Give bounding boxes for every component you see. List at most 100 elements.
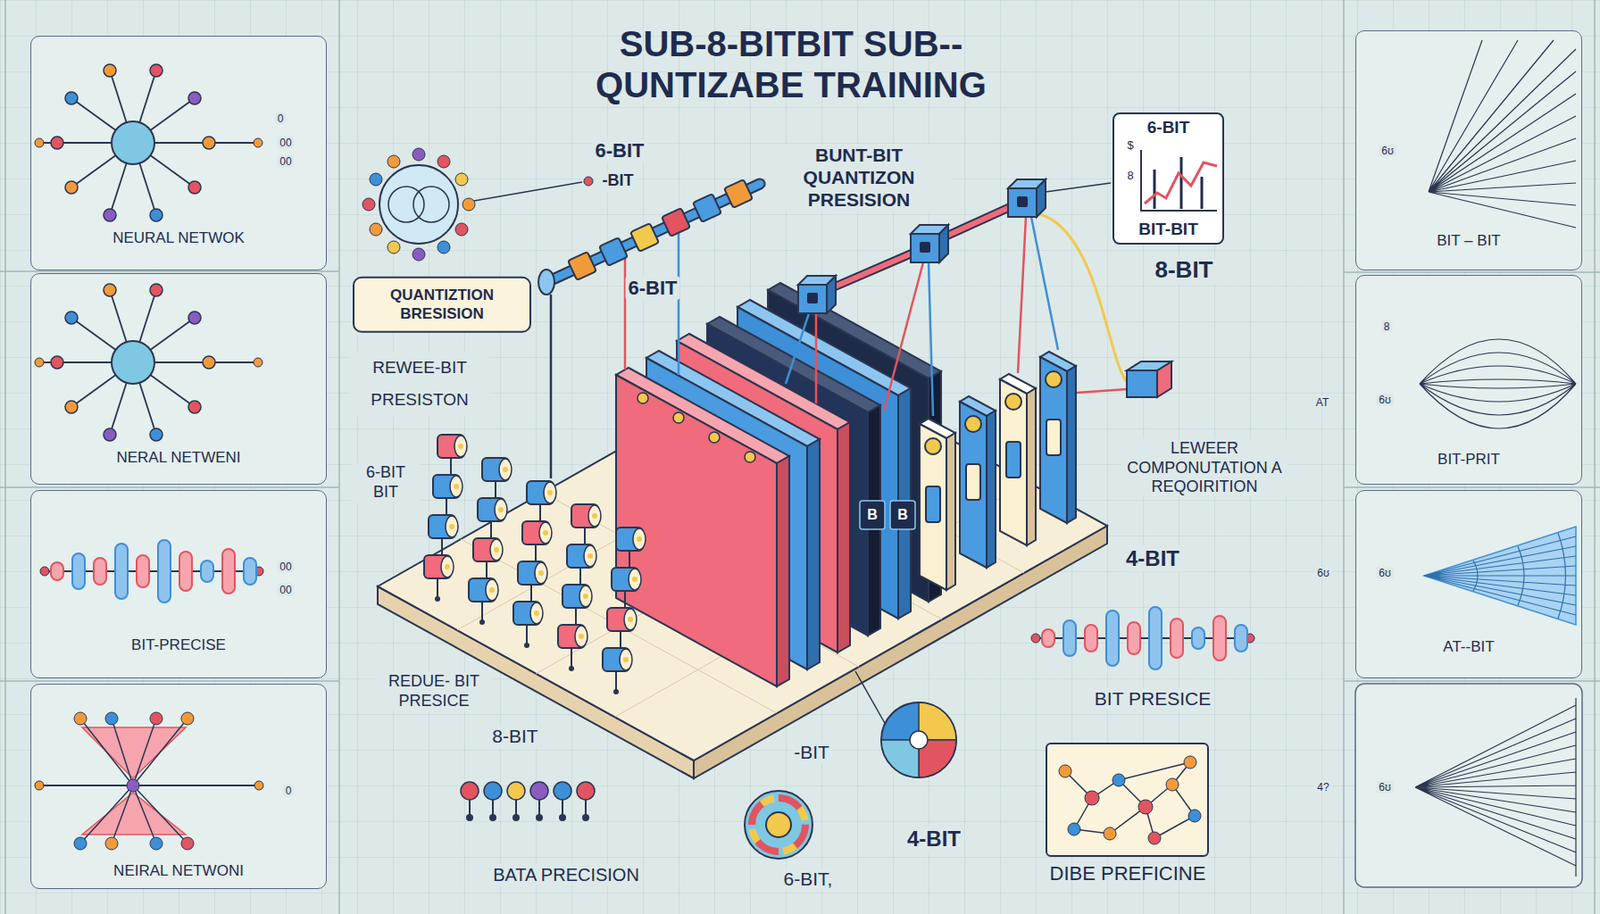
network-graph: [1065, 762, 1195, 839]
dot-cluster: [583, 176, 593, 186]
illustration: [1031, 607, 1255, 670]
dot-row: [466, 814, 474, 822]
dot-cluster: [412, 248, 425, 261]
chart-plot: [1154, 157, 1202, 209]
shell-funnel: [1424, 526, 1576, 625]
image-panel: NERAL NETWENI: [30, 273, 327, 485]
dot-cluster: [387, 155, 400, 168]
line-fan: [1428, 40, 1576, 228]
bit-columns: [925, 438, 942, 455]
small-mark: AT: [1313, 396, 1332, 409]
network-graph: [1188, 809, 1201, 823]
small-mark: 4?: [1314, 781, 1332, 794]
small-mark: 0: [275, 112, 287, 125]
caption-text: BATA PRECISION: [490, 864, 642, 886]
panel-label: BIT-PRIT: [1361, 450, 1576, 470]
wires: [550, 294, 553, 479]
network-graph: [1058, 765, 1072, 778]
dot-row: [460, 782, 595, 822]
panel-label: AT--BIT: [1361, 637, 1576, 658]
panel-fill: [30, 273, 327, 485]
slab-tile: [859, 500, 916, 530]
small-mark: 8: [1381, 320, 1393, 334]
network-graph: [1067, 823, 1081, 836]
panel-label: BIT-PRECISE: [36, 635, 321, 656]
dot-cluster: [455, 173, 468, 186]
bit-label: 4-BIT: [1123, 546, 1183, 573]
dot-row: [483, 782, 502, 800]
hourglass-network: [254, 781, 264, 791]
dot-row: [558, 814, 567, 822]
bit-columns: [1046, 419, 1061, 456]
diamond-fan: [1415, 698, 1576, 877]
small-mark: 6ʊ: [1375, 566, 1394, 580]
dot-row: [507, 782, 525, 800]
small-mark: 6ʊ: [1378, 144, 1397, 158]
axis-mark: 8: [1124, 168, 1136, 184]
panel-fill: [1355, 275, 1583, 485]
wires: [815, 313, 818, 404]
bit-columns: [946, 433, 956, 591]
bit-columns: [965, 416, 982, 433]
wires: [1045, 183, 1111, 192]
image-panel: BIT-PRIT: [1355, 275, 1583, 485]
small-mark: 00: [276, 155, 294, 168]
dot-row: [512, 814, 520, 822]
shell-funnel: [1424, 526, 1576, 625]
panel-fill: [30, 490, 327, 679]
quantization-pipe: [724, 179, 753, 209]
quantization-pipe: [538, 269, 555, 295]
caption-text: LEWEER COMPONUTATION A REQOIRITION: [1121, 439, 1288, 498]
bit-columns: [1005, 393, 1022, 410]
dot-cluster: [413, 186, 450, 223]
cube-chain: [939, 203, 1018, 240]
cylinder-grid: [424, 555, 454, 602]
hourglass-network: [150, 837, 163, 850]
hourglass-network: [105, 837, 118, 850]
network-graph: [1148, 832, 1161, 845]
network-graph: [1084, 791, 1100, 806]
cylinder-grid: [424, 434, 646, 695]
bit-label: 6-BIT,: [781, 867, 836, 891]
bit-label: 6-BIT: [625, 276, 681, 300]
wires: [1017, 216, 1026, 374]
small-mark: 6ʊ: [1314, 566, 1333, 580]
cylinder-grid: [558, 625, 588, 672]
quantization-pipe: [661, 208, 691, 237]
bit-label: 6-BIT: [592, 139, 648, 163]
hourglass-network: [82, 727, 186, 779]
line-fan: [1428, 40, 1576, 228]
bit-label: -BIT: [600, 171, 637, 192]
chart-text: 6-BIT: [1117, 117, 1219, 138]
panel-fill: [30, 683, 327, 890]
dot-cluster: [462, 198, 475, 211]
dot-cluster: [362, 198, 375, 211]
bit-columns: [1040, 357, 1067, 524]
leaf-curves: [1419, 339, 1576, 429]
cube-chain: [826, 250, 920, 291]
dot-row: [582, 814, 590, 822]
bit-label: -BIT: [791, 741, 833, 764]
pie-chart: [881, 702, 957, 778]
network-graph: [1138, 800, 1153, 815]
bit-columns: [919, 424, 947, 591]
network-graph: [1047, 744, 1208, 856]
slab-letter: B: [894, 506, 911, 524]
small-mark: 00: [276, 560, 294, 574]
pie-chart: [855, 671, 886, 725]
quantization-pipe: [692, 193, 722, 223]
illustration: [34, 64, 263, 222]
caption-text: REWEE-BIT PRESISTON: [350, 351, 490, 417]
badge: [744, 791, 813, 859]
wires: [785, 313, 809, 384]
slab-dots: [637, 392, 756, 463]
bit-label: 4-BIT: [904, 826, 964, 853]
network-box: DIBE PREFICINE: [1026, 742, 1229, 886]
pie-chart: [909, 731, 928, 750]
slab-dots: [708, 432, 720, 443]
cylinder-grid: [602, 648, 633, 695]
dot-row: [460, 782, 479, 800]
hourglass-network: [105, 712, 118, 725]
